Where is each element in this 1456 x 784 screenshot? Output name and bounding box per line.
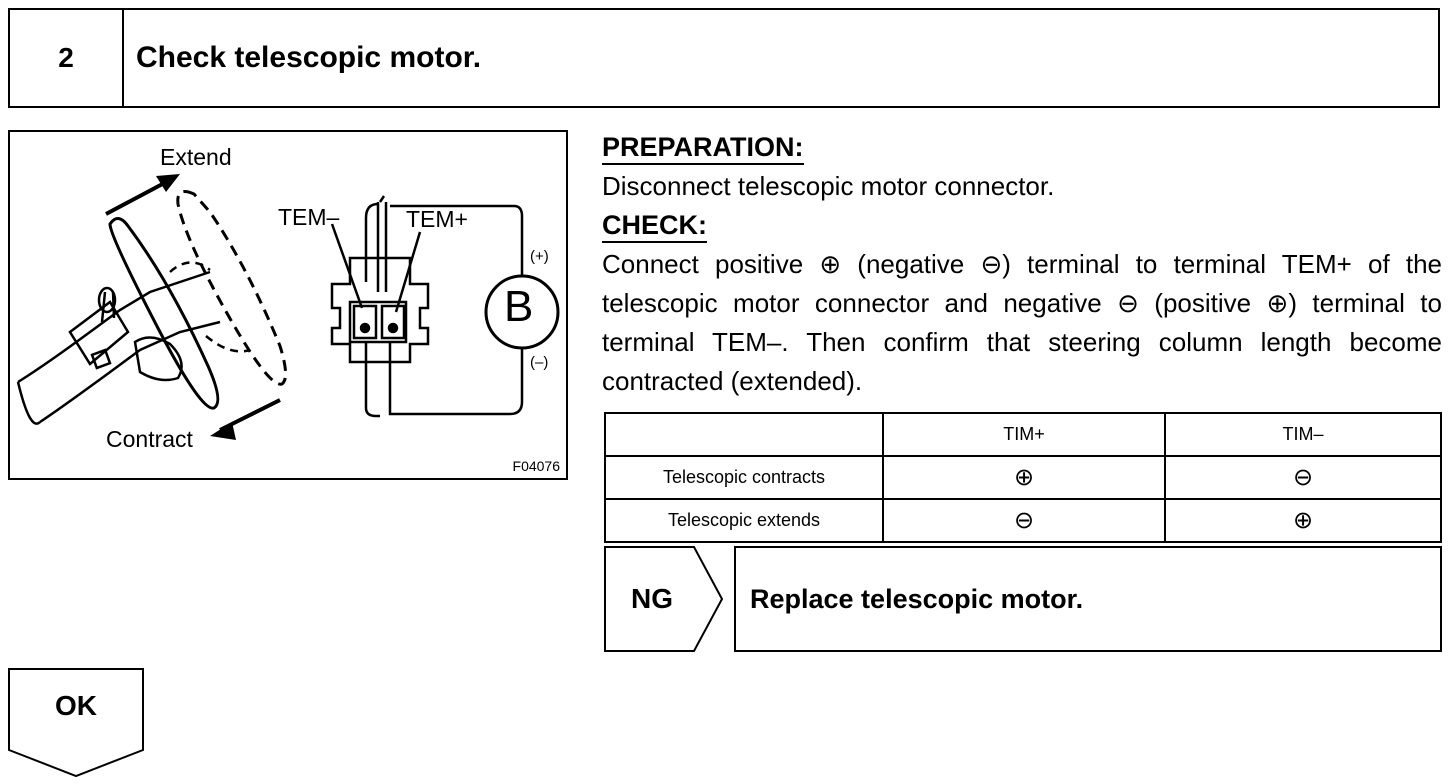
table-cell: ⊖: [882, 498, 1166, 543]
result-table: TIM+ TIM– Telescopic contracts ⊕ ⊖ Teles…: [604, 412, 1442, 543]
table-row: Telescopic contracts ⊕ ⊖: [604, 455, 1442, 500]
ok-arrow-shape: [8, 668, 144, 778]
table-header-cell: TIM+: [882, 412, 1166, 457]
ng-label: NG: [631, 583, 673, 614]
check-heading: CHECK:: [602, 209, 707, 243]
minus-mark: (–): [530, 354, 549, 371]
table-header-row: TIM+ TIM–: [604, 412, 1442, 457]
table-cell: ⊕: [1164, 498, 1442, 543]
ng-branch: NG Replace telescopic motor.: [604, 546, 1442, 652]
step-number: 2: [10, 10, 124, 106]
table-cell: ⊕: [882, 455, 1166, 500]
battery-label: B: [504, 282, 534, 331]
instruction-text: PREPARATION: Disconnect telescopic motor…: [602, 128, 1442, 401]
figure-code: F04076: [512, 458, 560, 474]
table-header-cell: [604, 412, 884, 457]
table-cell: ⊖: [1164, 455, 1442, 500]
tem-plus-label: TEM+: [406, 206, 468, 232]
ok-branch: OK: [8, 668, 144, 778]
preparation-text: Disconnect telescopic motor connector.: [602, 171, 1055, 201]
ng-action: Replace telescopic motor.: [734, 546, 1442, 652]
table-header-cell: TIM–: [1164, 412, 1442, 457]
ok-label: OK: [55, 690, 97, 721]
contract-label: Contract: [106, 426, 193, 452]
table-row: Telescopic extends ⊖ ⊕: [604, 498, 1442, 543]
steering-wheel-drawing: [16, 174, 287, 440]
diagram-figure: Extend Contract TEM– TEM+ B (+) (–) F040…: [8, 130, 568, 480]
ng-arrow-shape: [604, 546, 724, 652]
connector-drawing: [330, 195, 560, 418]
table-cell: Telescopic extends: [604, 498, 884, 543]
table-cell: Telescopic contracts: [604, 455, 884, 500]
preparation-heading: PREPARATION:: [602, 131, 804, 165]
tem-minus-label: TEM–: [278, 204, 340, 230]
step-title: Check telescopic motor.: [136, 41, 482, 74]
step-header: 2 Check telescopic motor.: [8, 8, 1440, 108]
plus-mark: (+): [530, 248, 549, 265]
check-text: Connect positive ⊕ (negative ⊖) terminal…: [602, 249, 1442, 396]
extend-label: Extend: [160, 144, 232, 170]
